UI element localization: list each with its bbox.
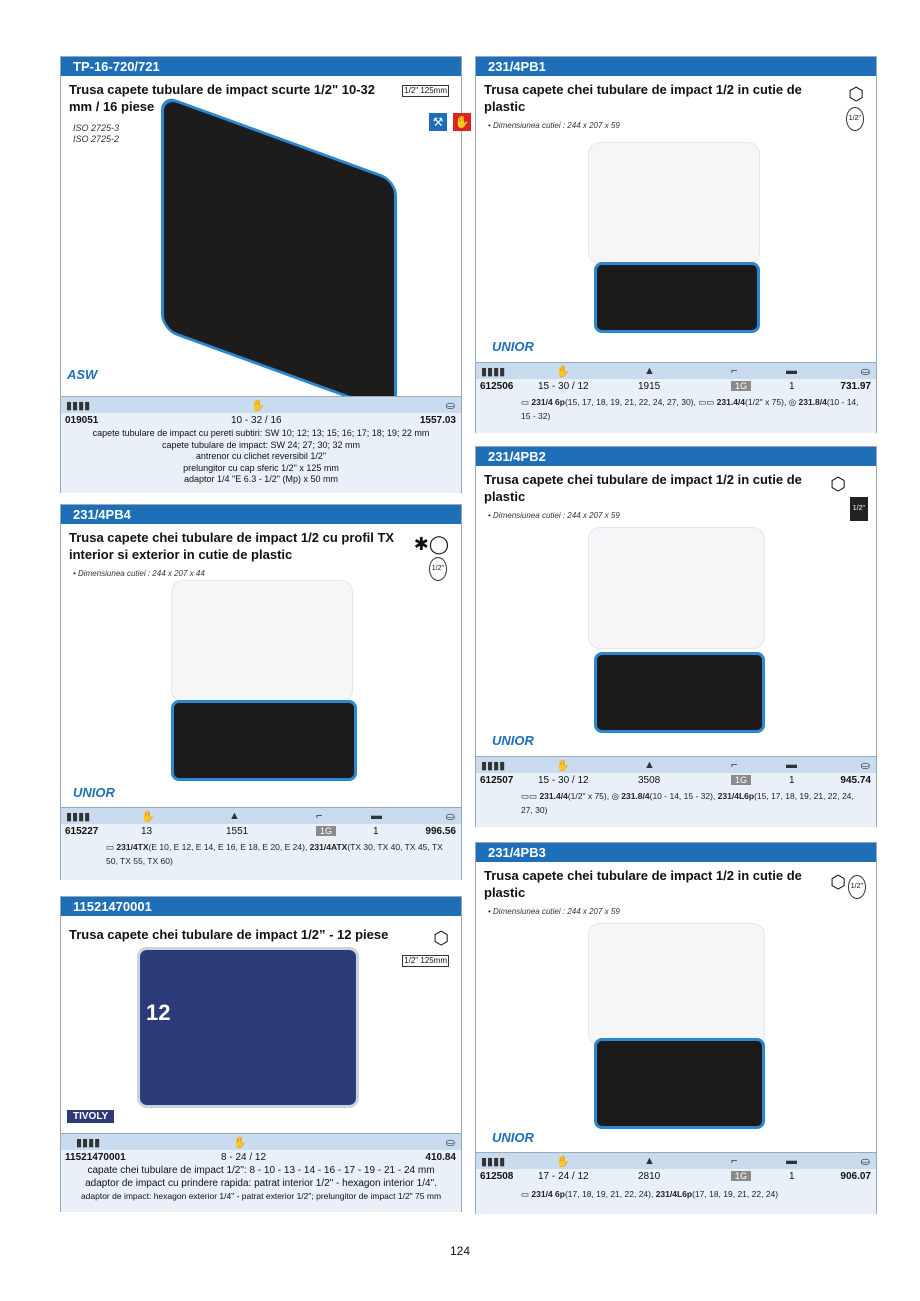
table-row: 612508 17 - 24 / 12 2810 1G 1 906.07 ▭ 2… bbox=[476, 1169, 876, 1214]
quantity-icon: ▬ bbox=[786, 759, 797, 771]
impact-icon: ⚒ bbox=[429, 113, 447, 131]
kit-contents: ▭ 231/4 6p(17, 18, 19, 21, 22, 24), 231/… bbox=[521, 1189, 779, 1199]
product-block-11521470001: 11521470001 Trusa capete chei tubulare d… bbox=[60, 896, 462, 1212]
quantity-icon: ▬ bbox=[371, 810, 382, 822]
unior-logo: UNIOR bbox=[492, 339, 534, 354]
product-title: Trusa capete chei tubulare de impact 1/2… bbox=[69, 927, 389, 942]
box-dimensions: • Dimensiunea cutiei : 244 x 207 x 59 bbox=[488, 907, 620, 916]
coins-icon: ⛀ bbox=[445, 400, 455, 412]
torx-socket-icon: ✱◯ bbox=[413, 534, 449, 554]
unior-logo: UNIOR bbox=[492, 1130, 534, 1145]
product-image-case bbox=[594, 1038, 765, 1129]
hex-socket-icon: ⬡ bbox=[830, 474, 846, 494]
case-lid bbox=[588, 923, 765, 1045]
product-image-tivoly-box: 12 bbox=[137, 947, 359, 1108]
drive-size-symbol: 1/2" bbox=[845, 107, 864, 131]
product-image-case bbox=[594, 652, 765, 733]
kit-contents: ▭ 231/4 6p(15, 17, 18, 19, 21, 22, 24, 2… bbox=[521, 397, 859, 421]
case-lid bbox=[588, 142, 760, 264]
product-title: Trusa capete chei tubulare de impact 1/2… bbox=[484, 82, 802, 114]
hex-socket-icon: ⬡ bbox=[848, 84, 864, 104]
table-row: 612506 15 - 30 / 12 1915 1G 1 731.97 ▭ 2… bbox=[476, 379, 876, 433]
contents-list: capete tubulare de impact cu pereti subt… bbox=[92, 428, 430, 484]
unior-logo: UNIOR bbox=[73, 785, 115, 800]
packaging-icon: ⌐ bbox=[316, 810, 323, 822]
product-code-header: 231/4PB2 bbox=[476, 447, 876, 466]
box-dimensions: • Dimensiunea cutiei : 244 x 207 x 59 bbox=[488, 121, 620, 130]
product-code-header: 231/4PB1 bbox=[476, 57, 876, 76]
case-lid bbox=[588, 527, 765, 649]
weight-icon: ▲ bbox=[644, 759, 655, 771]
packaging-icon: ⌐ bbox=[731, 365, 738, 377]
coins-icon: ⛀ bbox=[445, 1137, 455, 1149]
product-code-header: 231/4PB3 bbox=[476, 843, 876, 862]
quantity-icon: ▬ bbox=[786, 365, 797, 377]
product-block-231-4pb1: 231/4PB1 Trusa capete chei tubulare de i… bbox=[475, 56, 877, 433]
table-row: 11521470001 8 - 24 / 12 410.84 capate ch… bbox=[61, 1150, 461, 1212]
coins-icon: ⛀ bbox=[445, 811, 455, 823]
case-lid bbox=[171, 580, 353, 702]
box-dimensions: • Dimensiunea cutiei : 244 x 207 x 59 bbox=[488, 511, 620, 520]
contents-list: capate chei tubulare de impact 1/2": 8 -… bbox=[80, 1165, 442, 1201]
weight-icon: ▲ bbox=[644, 1155, 655, 1167]
product-block-231-4pb4: 231/4PB4 Trusa capete chei tubulare de i… bbox=[60, 504, 462, 880]
coins-icon: ⛀ bbox=[860, 760, 870, 772]
kit-contents: ▭ 231/4TX(E 10, E 12, E 14, E 16, E 18, … bbox=[106, 842, 443, 866]
kit-contents: ▭▭ 231.4/4(1/2" x 75), ◎ 231.8/4(10 - 14… bbox=[521, 791, 854, 815]
drive-size-symbol: 1/2" bbox=[428, 557, 447, 581]
hand-size-icon: ✋ bbox=[556, 760, 570, 772]
product-title: Trusa capete tubulare de impact scurte 1… bbox=[69, 82, 376, 114]
barcode-icon: ▮▮▮▮ bbox=[481, 760, 506, 772]
hex-socket-icon: ⬡ bbox=[433, 928, 449, 948]
product-image-case bbox=[594, 262, 760, 333]
product-code-header: 231/4PB4 bbox=[61, 505, 461, 524]
coins-icon: ⛀ bbox=[860, 366, 870, 378]
hand-size-icon: ✋ bbox=[233, 1137, 247, 1149]
packaging-icon: ⌐ bbox=[731, 759, 738, 771]
product-image-case bbox=[171, 700, 357, 781]
table-row: 612507 15 - 30 / 12 3508 1G 1 945.74 ▭▭ … bbox=[476, 773, 876, 827]
weight-icon: ▲ bbox=[644, 365, 655, 377]
packaging-icon: ⌐ bbox=[731, 1155, 738, 1167]
drive-size-symbol: 1/2" 125mm bbox=[402, 85, 449, 97]
barcode-icon: ▮▮▮▮ bbox=[66, 400, 91, 412]
quantity-icon: ▬ bbox=[786, 1155, 797, 1167]
product-block-231-4pb2: 231/4PB2 Trusa capete chei tubulare de i… bbox=[475, 446, 877, 827]
hand-size-icon: ✋ bbox=[251, 400, 265, 412]
product-title: Trusa capete chei tubulare de impact 1/2… bbox=[484, 868, 802, 900]
hand-size-icon: ✋ bbox=[141, 811, 155, 823]
page-number: 124 bbox=[449, 1244, 471, 1258]
tivoly-logo: TIVOLY bbox=[67, 1110, 115, 1123]
table-row: 615227 13 1551 1G 1 996.56 ▭ 231/4TX(E 1… bbox=[61, 824, 461, 880]
hand-size-icon: ✋ bbox=[556, 1156, 570, 1168]
product-block-tp-16-720: TP-16-720/721 Trusa capete tubulare de i… bbox=[60, 56, 471, 493]
barcode-icon: ▮▮▮▮ bbox=[66, 811, 91, 823]
glove-icon: ✋ bbox=[453, 113, 471, 131]
drive-size-symbol: 1/2" bbox=[847, 875, 866, 899]
barcode-icon: ▮▮▮▮ bbox=[481, 1156, 506, 1168]
drive-size-symbol: 1/2" bbox=[849, 497, 868, 521]
table-row: 019051 10 - 32 / 16 1557.03 capete tubul… bbox=[61, 413, 461, 493]
product-code-header: TP-16-720/721 bbox=[61, 57, 461, 76]
barcode-icon: ▮▮▮▮ bbox=[76, 1137, 101, 1149]
hand-size-icon: ✋ bbox=[556, 366, 570, 378]
product-code-header: 11521470001 bbox=[61, 897, 461, 916]
barcode-icon: ▮▮▮▮ bbox=[481, 366, 506, 378]
product-block-231-4pb3: 231/4PB3 Trusa capete chei tubulare de i… bbox=[475, 842, 877, 1214]
weight-icon: ▲ bbox=[229, 810, 240, 822]
drive-size-symbol: 1/2" 125mm bbox=[402, 955, 449, 967]
unior-logo: UNIOR bbox=[492, 733, 534, 748]
box-dimensions: • Dimensiunea cutiei : 244 x 207 x 44 bbox=[73, 569, 205, 578]
product-title: Trusa capete chei tubulare de impact 1/2… bbox=[484, 472, 802, 504]
coins-icon: ⛀ bbox=[860, 1156, 870, 1168]
product-title: Trusa capete chei tubulare de impact 1/2… bbox=[69, 530, 395, 562]
asw-logo: ASW bbox=[67, 367, 98, 382]
hex-socket-icon: ⬡ bbox=[830, 872, 846, 892]
